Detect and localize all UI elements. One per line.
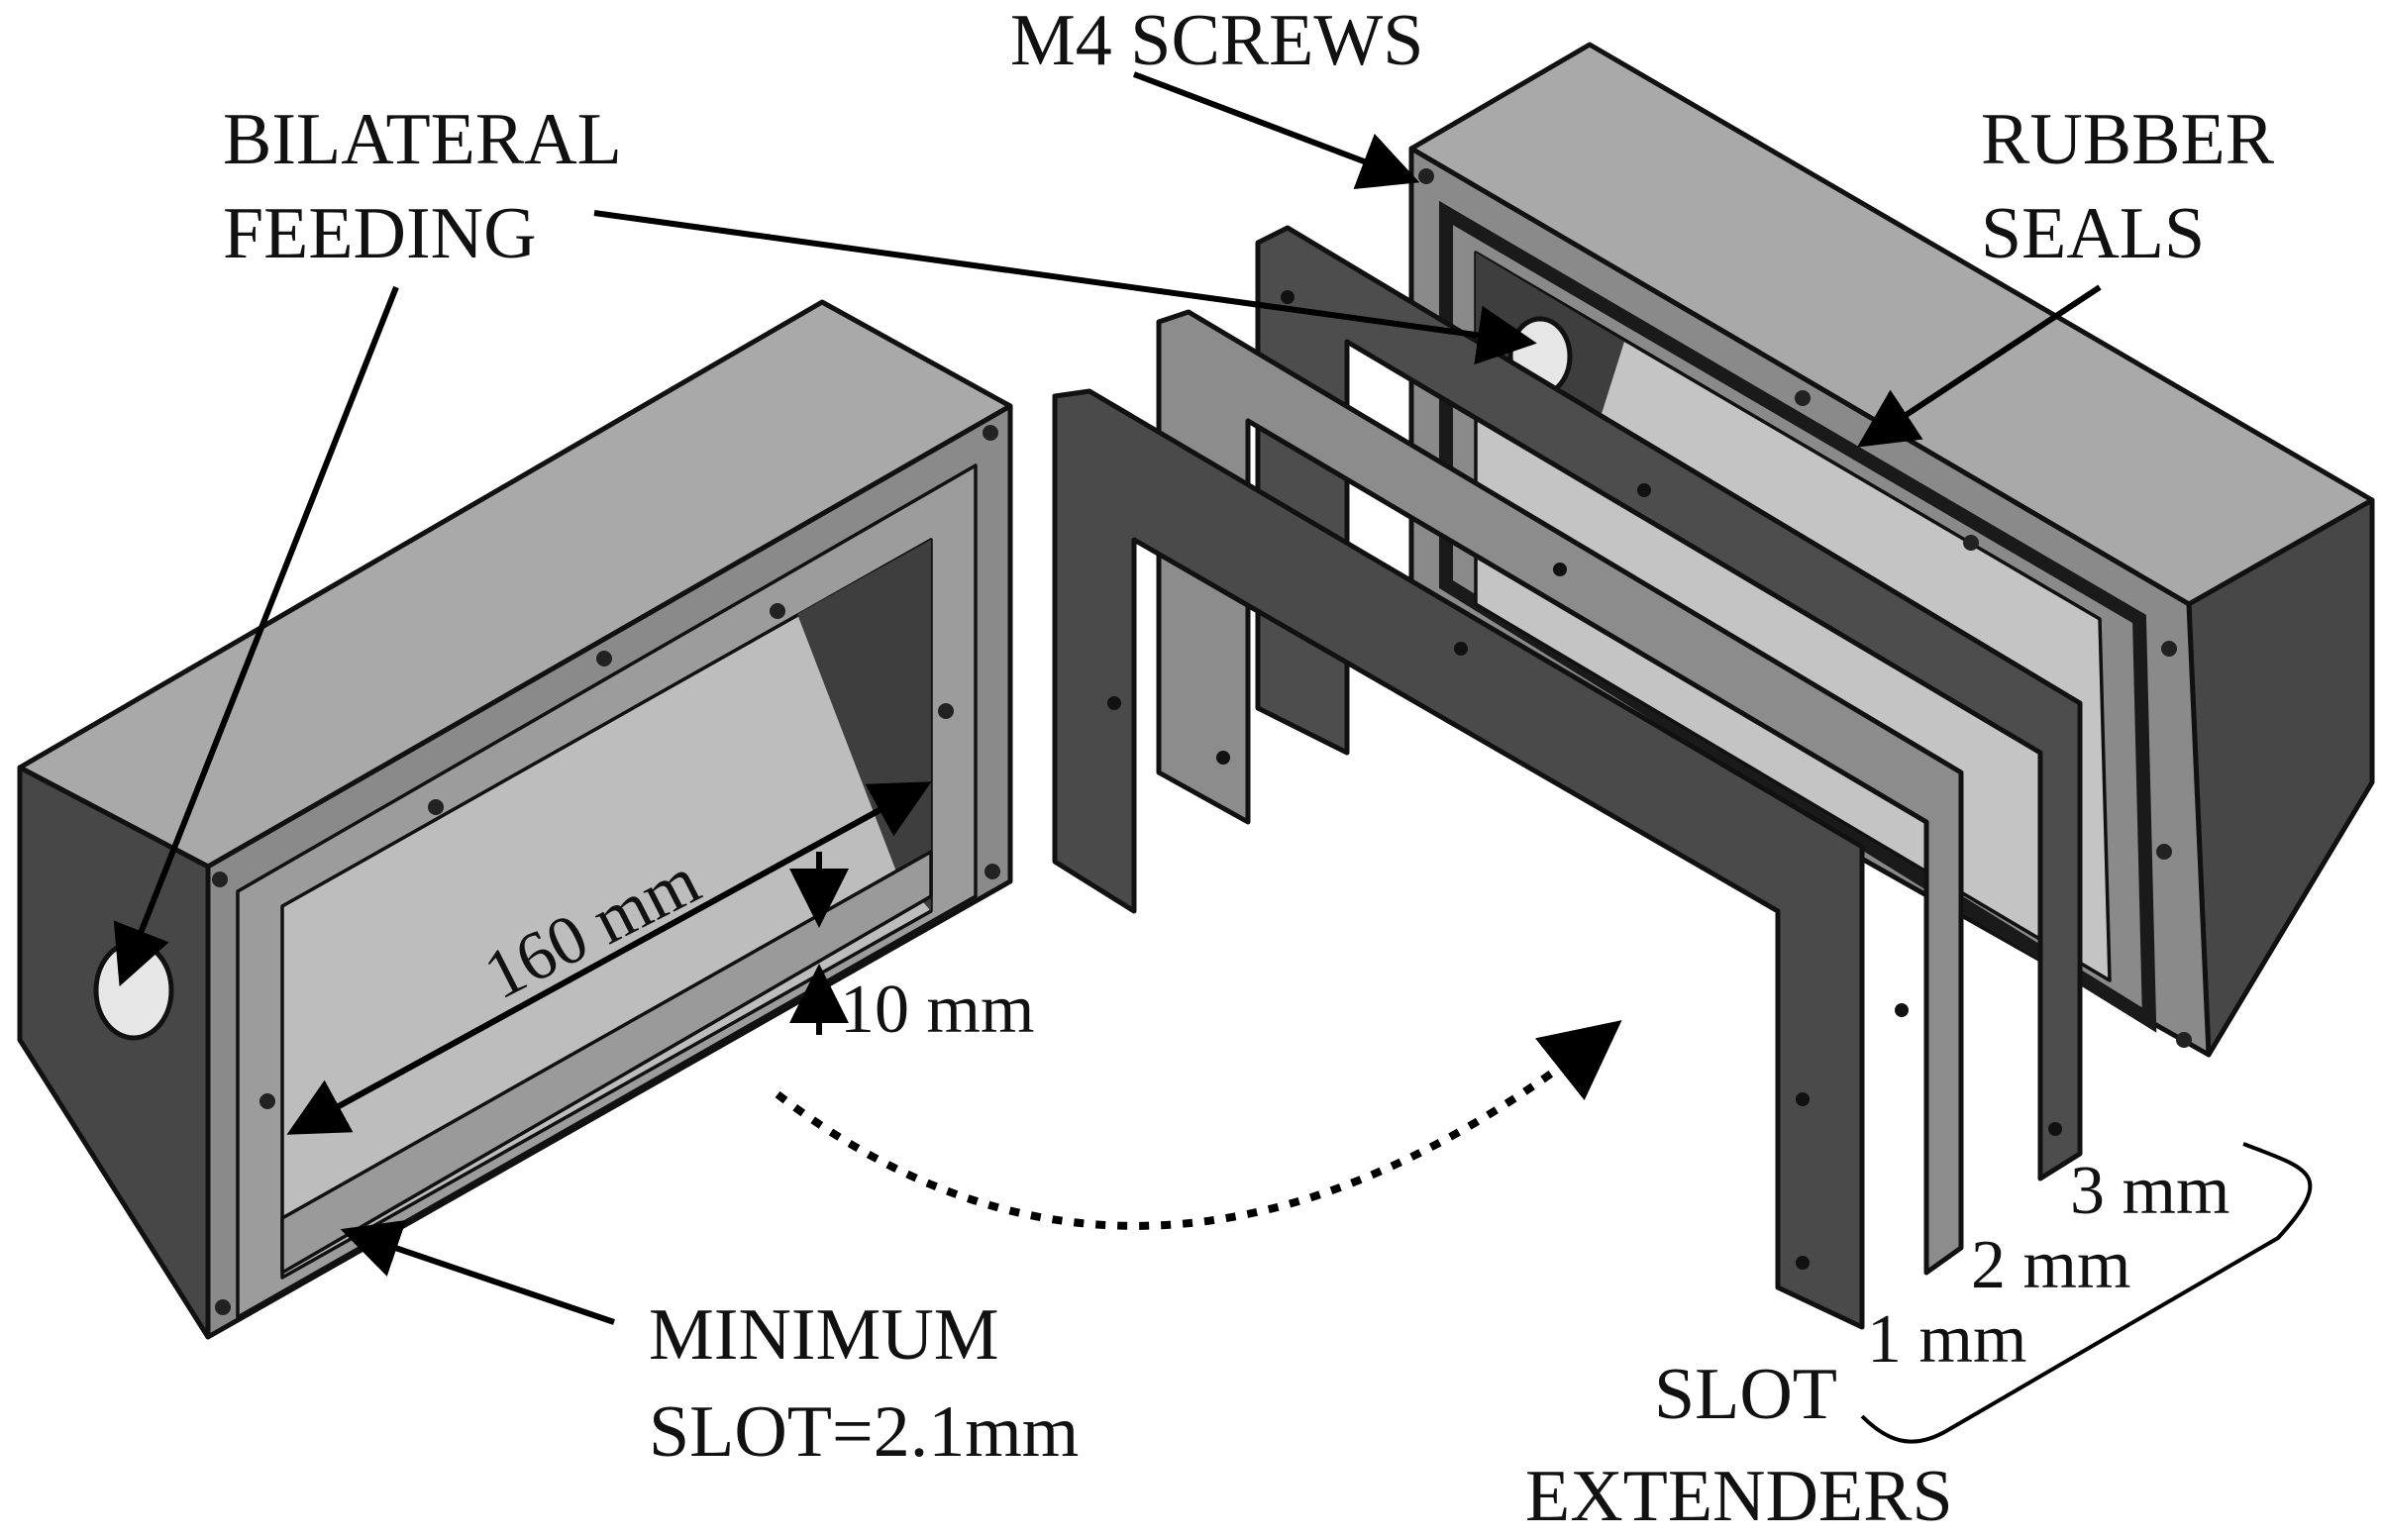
rubber-seals-label-line2: SEALS <box>1981 193 2205 274</box>
extender-3mm-label: 3 mm <box>2070 1153 2229 1229</box>
bilateral-leader-right <box>593 210 1537 365</box>
extender-2mm-label: 2 mm <box>1971 1227 2130 1303</box>
left-box-side-face <box>17 765 211 1340</box>
slot-extender-2mm <box>1156 309 1964 1276</box>
rubber-seals-label-line1: RUBBER <box>1981 99 2275 180</box>
extender-1mm-label: 1 mm <box>1867 1301 2026 1378</box>
right-box-rubber-seal <box>1439 200 2157 1033</box>
minimum-leader <box>340 1220 615 1325</box>
left-box-half <box>17 299 1013 1340</box>
leader-lines <box>113 71 2313 1444</box>
slot-extender-1mm <box>1052 388 1865 1330</box>
bilateral-feeding-label-line2: FEEDING <box>223 193 537 274</box>
dim-length-arrow-b <box>286 784 923 1135</box>
slot-extenders-label-line2: EXTENDERS <box>1525 1456 1953 1535</box>
slot-extender-3mm <box>1255 225 2083 1181</box>
left-box-slot-strip <box>280 850 933 1275</box>
slot-extenders-brace <box>1860 1142 2313 1444</box>
m4-leader <box>1132 71 1420 190</box>
height-dimension-label: 10 mm <box>840 972 1034 1048</box>
minimum-slot-label-line1: MINIMUM <box>649 1294 999 1376</box>
bilateral-leader-left <box>113 285 399 987</box>
slot-extender-2mm-plate <box>1156 309 1964 1276</box>
slot-extenders-label-line1: SLOT <box>1654 1354 1837 1435</box>
m4-screws-label: M4 SCREWS <box>1010 0 1423 81</box>
assembly-arrow <box>775 1020 1622 1230</box>
right-box-screws <box>1418 168 2192 1048</box>
rubber-leader <box>1856 284 2102 448</box>
slot-extender-3mm-plate <box>1255 225 2083 1181</box>
left-box-screws <box>212 425 1000 1315</box>
slot-extender-1mm-plate <box>1052 388 1865 1330</box>
minimum-slot-label-line2: SLOT=2.1mm <box>649 1391 1079 1473</box>
bilateral-feeding-label-line1: BILATERAL <box>223 99 622 180</box>
